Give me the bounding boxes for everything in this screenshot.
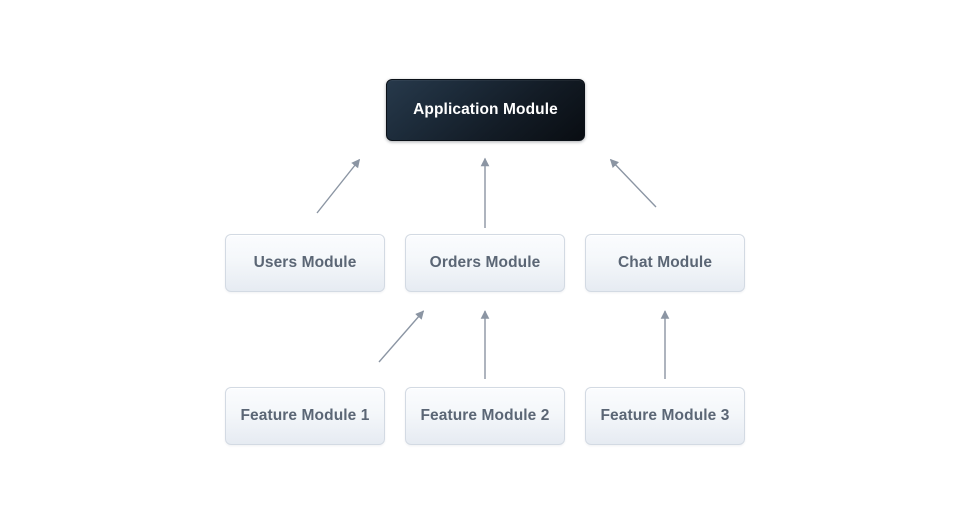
node-users-module-label: Users Module [253,254,357,271]
node-application-module[interactable]: Application Module [386,79,585,141]
node-feature-module-1-label: Feature Module 1 [240,407,370,424]
node-feature-module-1[interactable]: Feature Module 1 [225,387,385,445]
node-chat-module[interactable]: Chat Module [585,234,745,292]
edge-users-to-application [316,158,361,214]
node-application-module-label: Application Module [413,101,558,118]
node-feature-module-3[interactable]: Feature Module 3 [585,387,745,445]
node-users-module[interactable]: Users Module [225,234,385,292]
node-chat-module-label: Chat Module [617,254,713,271]
node-orders-module-label: Orders Module [429,254,541,271]
edge-feature1-to-orders [378,310,425,363]
node-feature-module-3-label: Feature Module 3 [600,407,730,424]
node-feature-module-2[interactable]: Feature Module 2 [405,387,565,445]
node-feature-module-2-label: Feature Module 2 [420,407,550,424]
edge-chat-to-application [609,158,657,208]
node-orders-module[interactable]: Orders Module [405,234,565,292]
